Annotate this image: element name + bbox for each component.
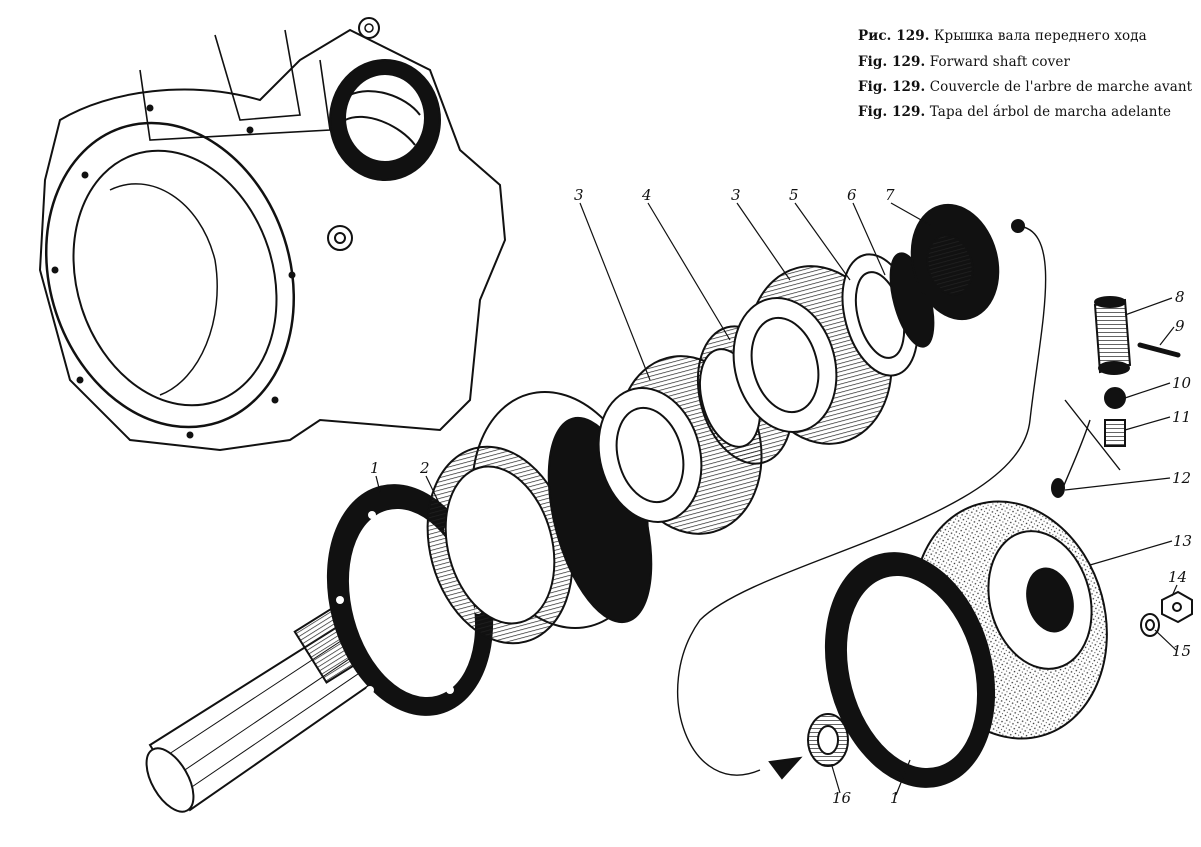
oil-seal	[807, 713, 849, 767]
label-10: 10	[1172, 374, 1192, 392]
label-7: 7	[885, 186, 895, 204]
label-4: 4	[641, 186, 652, 204]
nut-and-washer	[1140, 590, 1193, 637]
label-14: 14	[1168, 568, 1187, 586]
label-2: 2	[419, 459, 430, 477]
label-9: 9	[1175, 317, 1185, 335]
caption-en: Fig. 129. Forward shaft cover	[858, 54, 1070, 70]
gasket-right	[824, 552, 996, 788]
round-nut	[910, 203, 1000, 321]
gearbox-housing	[38, 17, 507, 452]
caption-es: Fig. 129. Tapa del árbol de marcha adela…	[858, 104, 1172, 120]
caption-fr: Fig. 129. Couvercle de l'arbre de marche…	[858, 79, 1193, 95]
label-3-left: 3	[574, 186, 584, 204]
label-1-left: 1	[370, 459, 380, 477]
label-12: 12	[1172, 469, 1191, 487]
locking-pin-assembly	[677, 219, 1181, 780]
label-8: 8	[1175, 288, 1185, 306]
label-3-right: 3	[731, 186, 741, 204]
label-13: 13	[1173, 532, 1192, 550]
label-5: 5	[789, 186, 799, 204]
label-16: 16	[832, 789, 852, 807]
part-labels: 1 2 3 4 3 5 6 7 8 9 10 11 12 13 14 15 16…	[370, 186, 1192, 807]
label-6: 6	[847, 186, 857, 204]
label-15: 15	[1172, 642, 1191, 660]
leader-lines	[375, 202, 1178, 796]
caption-ru: Рис. 129. Крышка вала переднего хода	[858, 28, 1147, 44]
label-1-right: 1	[890, 789, 900, 807]
label-11: 11	[1172, 408, 1191, 426]
